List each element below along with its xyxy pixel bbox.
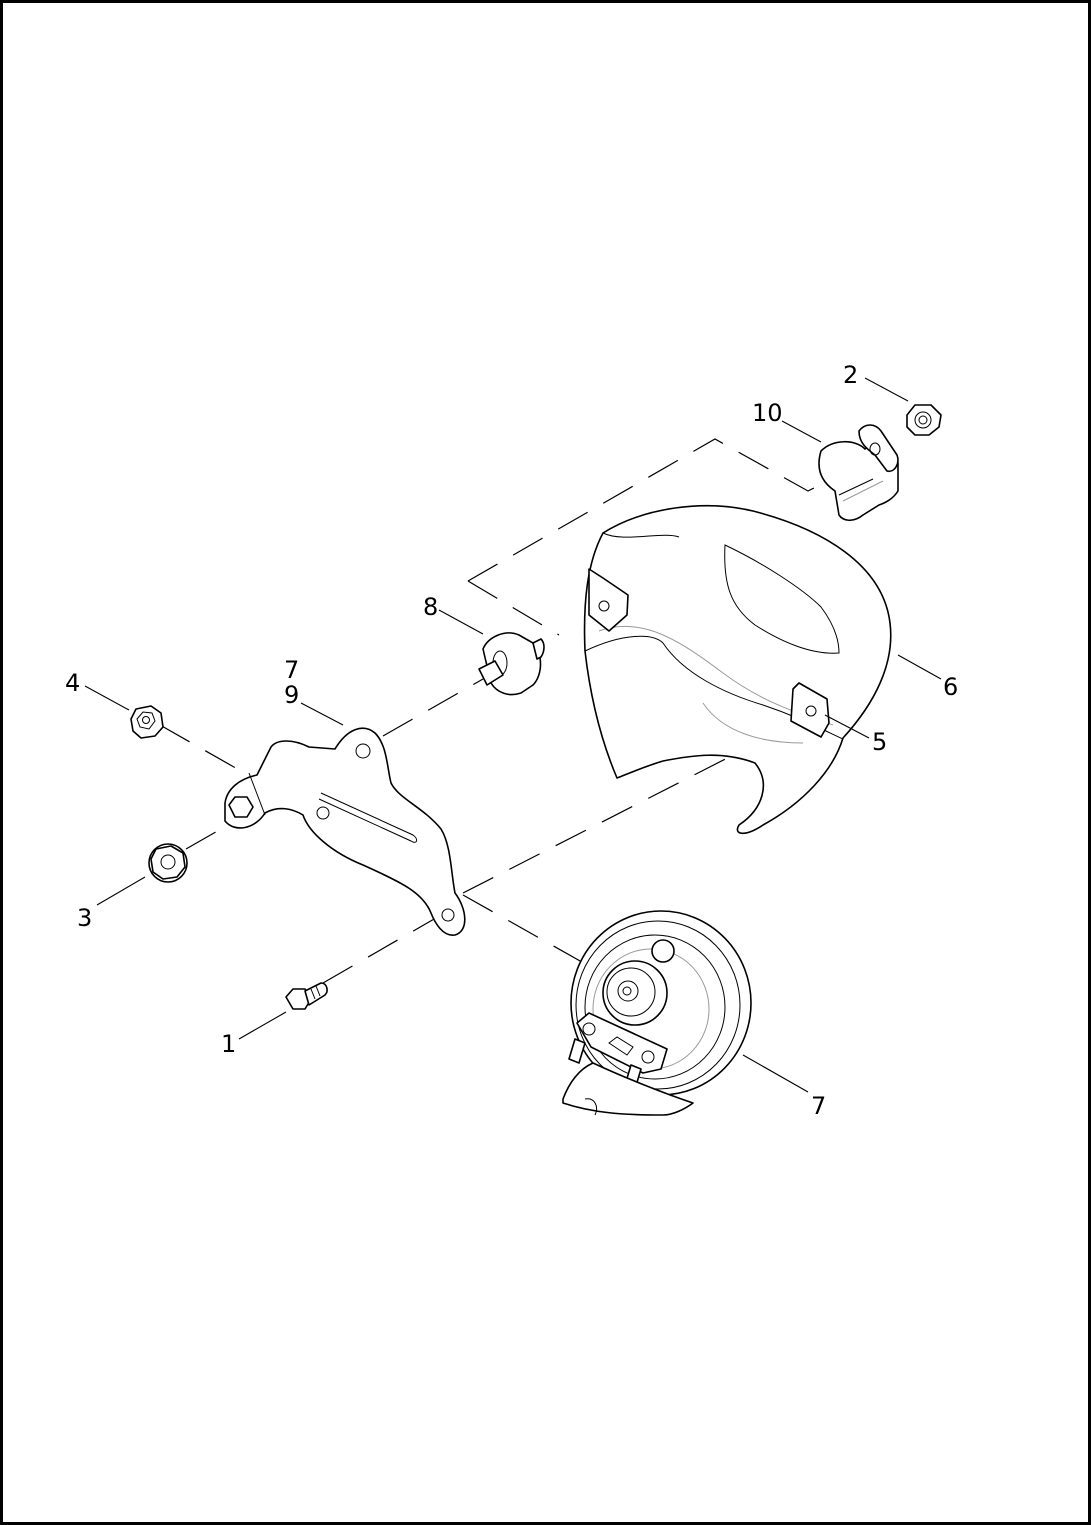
callout-5: 5	[872, 728, 887, 756]
leader-lines	[84, 377, 942, 1093]
callout-4: 4	[65, 669, 80, 697]
callout-7-horn: 7	[811, 1092, 826, 1120]
bolt-part	[285, 982, 328, 1010]
flange-nut-part	[130, 705, 164, 739]
callout-9: 9	[284, 681, 299, 709]
horn-cover-part	[583, 504, 892, 835]
large-nut-part	[148, 843, 188, 883]
horn-bracket-part	[224, 727, 466, 936]
callout-2: 2	[843, 361, 858, 389]
horn-part	[562, 910, 752, 1116]
exploded-parts-diagram: 2 10 8 4 7 9 3 1 6 5 7	[65, 361, 958, 1120]
callout-labels: 2 10 8 4 7 9 3 1 6 5 7	[65, 361, 958, 1120]
callout-7-bracket: 7	[284, 656, 299, 684]
callout-3: 3	[77, 904, 92, 932]
callout-8: 8	[423, 593, 438, 621]
callout-10: 10	[752, 399, 783, 427]
callout-1: 1	[221, 1030, 236, 1058]
rubber-mount-part	[478, 632, 545, 696]
top-nut-part	[906, 404, 942, 436]
callout-6: 6	[943, 673, 958, 701]
clamp-bracket-part	[818, 424, 899, 522]
